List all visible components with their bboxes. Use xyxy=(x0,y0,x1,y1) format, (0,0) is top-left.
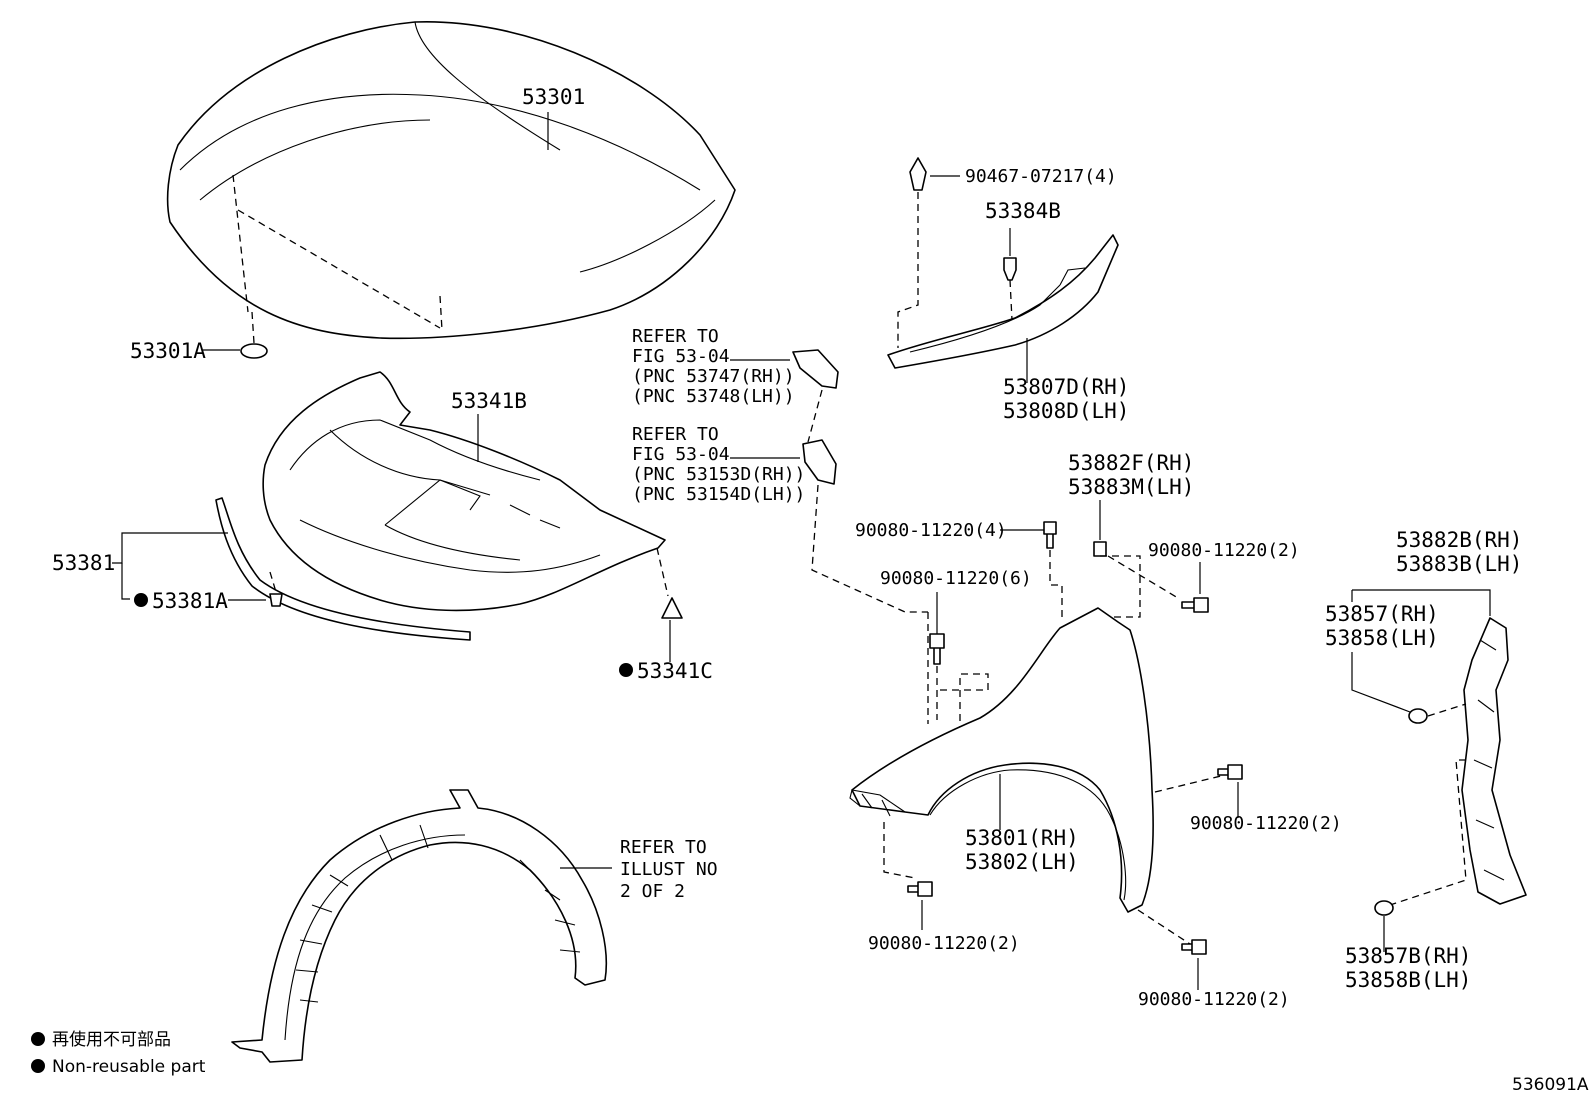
bolt-b-icon xyxy=(1181,597,1209,613)
insulator-clip-drawing xyxy=(661,597,683,619)
label-cowl-seal-lh: 53808D(LH) xyxy=(1003,399,1129,423)
label-fender-lh: 53802(LH) xyxy=(965,850,1079,874)
non-reusable-dot-icon xyxy=(134,593,148,607)
legend-en: Non-reusable part xyxy=(52,1057,206,1077)
refer2-line3: (PNC 53153D(RH)) xyxy=(632,464,805,485)
side-liner-drawing xyxy=(1461,617,1527,905)
seal-clip-drawing xyxy=(269,593,283,607)
label-seal-clip: 53381A xyxy=(152,589,228,613)
cushion-drawing xyxy=(1408,708,1428,724)
hood-pad-drawing xyxy=(240,343,268,359)
refer1-line1: REFER TO xyxy=(632,326,719,347)
refer3-line1: REFER TO xyxy=(620,837,707,858)
label-cushion-rh: 53857(RH) xyxy=(1325,602,1439,626)
label-bracket-pin: 53384B xyxy=(985,199,1061,223)
refer2-line4: (PNC 53154D(LH)) xyxy=(632,484,805,505)
hood-drawing xyxy=(166,21,736,340)
refer1-line4: (PNC 53748(LH)) xyxy=(632,386,795,407)
label-bolt-b: 90080-11220(2) xyxy=(1148,540,1300,561)
fender-drawing xyxy=(849,607,1154,913)
figure-id: 536091A xyxy=(1512,1075,1589,1095)
non-reusable-dot-icon xyxy=(619,663,633,677)
label-liner-rh: 53882B(RH) xyxy=(1396,528,1522,552)
bolt-a-icon xyxy=(1043,521,1057,549)
fender-liner-drawing xyxy=(231,789,608,1063)
label-clip-top: 90467-07217(4) xyxy=(965,166,1117,187)
legend-dot-icon xyxy=(31,1032,45,1046)
legend-dot-icon xyxy=(31,1059,45,1073)
label-cowl-seal-rh: 53807D(RH) xyxy=(1003,375,1129,399)
legend-jp: 再使用不可部品 xyxy=(52,1029,171,1050)
refer3-line3: 2 OF 2 xyxy=(620,881,685,902)
label-insulator-clip: 53341C xyxy=(637,659,713,683)
cushion-b-drawing xyxy=(1374,900,1394,916)
hinge-bracket-drawing xyxy=(802,439,837,485)
label-cushion-b-rh: 53857B(RH) xyxy=(1345,944,1471,968)
clip-top-drawing xyxy=(909,157,927,191)
label-cushion-lh: 53858(LH) xyxy=(1325,626,1439,650)
bolt-d-icon xyxy=(1217,764,1243,780)
label-bolt-f: 90080-11220(2) xyxy=(1138,989,1290,1010)
refer-note-3: REFER TO ILLUST NO 2 OF 2 xyxy=(620,837,718,902)
legend: 再使用不可部品 Non-reusable part xyxy=(31,1029,206,1077)
label-bolt-c: 90080-11220(6) xyxy=(880,568,1032,589)
cowl-seal-drawing xyxy=(887,234,1119,369)
refer3-line2: ILLUST NO xyxy=(620,859,718,880)
label-cushion-b-lh: 53858B(LH) xyxy=(1345,968,1471,992)
label-bolt-a: 90080-11220(4) xyxy=(855,520,1007,541)
label-seal: 53381 xyxy=(52,551,115,575)
refer1-line2: FIG 53-04 xyxy=(632,346,730,367)
label-fender-rh: 53801(RH) xyxy=(965,826,1079,850)
bracket-pin-drawing xyxy=(1003,257,1017,281)
label-nut-lh: 53883M(LH) xyxy=(1068,475,1194,499)
refer-note-1: REFER TO FIG 53-04 (PNC 53747(RH)) (PNC … xyxy=(632,326,795,407)
refer-note-2: REFER TO FIG 53-04 (PNC 53153D(RH)) (PNC… xyxy=(632,424,805,505)
bolt-f-icon xyxy=(1181,939,1207,955)
bolt-c-icon xyxy=(929,633,945,665)
label-hood: 53301 xyxy=(522,85,585,109)
label-nut-rh: 53882F(RH) xyxy=(1068,451,1194,475)
bolt-e-icon xyxy=(907,881,933,897)
label-hood-pad: 53301A xyxy=(130,339,206,363)
hood-hinge-drawing xyxy=(792,349,839,389)
refer2-line1: REFER TO xyxy=(632,424,719,445)
refer1-line3: (PNC 53747(RH)) xyxy=(632,366,795,387)
seal-drawing xyxy=(215,497,471,641)
refer2-line2: FIG 53-04 xyxy=(632,444,730,465)
label-liner-lh: 53883B(LH) xyxy=(1396,552,1522,576)
label-bolt-d: 90080-11220(2) xyxy=(1190,813,1342,834)
label-bolt-e: 90080-11220(2) xyxy=(868,933,1020,954)
nut-drawing xyxy=(1093,541,1107,557)
label-hood-insulator: 53341B xyxy=(451,389,527,413)
hood-insulator-drawing xyxy=(262,371,666,612)
